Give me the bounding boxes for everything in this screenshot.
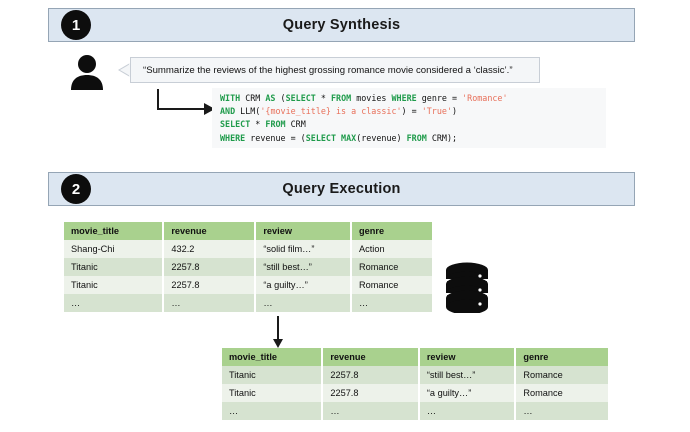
code-token-str: 'True' — [421, 106, 452, 117]
code-token-op: ( — [275, 93, 286, 103]
section-title-query-synthesis: Query Synthesis — [282, 17, 401, 33]
user-prompt-bubble: “Summarize the reviews of the highest gr… — [130, 57, 540, 83]
code-line: WHERE revenue = (SELECT MAX(revenue) FRO… — [220, 132, 606, 145]
code-token-kw: WHERE — [220, 132, 246, 143]
code-line: WITH CRM AS (SELECT * FROM movies WHERE … — [220, 92, 606, 105]
code-token-id: revenue = ( — [245, 132, 306, 143]
cell-revenue: 2257.8 — [322, 366, 420, 384]
code-token-str: 'Romance' — [462, 93, 508, 103]
cell-movie_title: Shang-Chi — [64, 240, 165, 258]
column-header-genre: genre — [515, 348, 608, 366]
code-token-id: ) = — [401, 106, 422, 117]
user-prompt-text: “Summarize the reviews of the highest gr… — [143, 64, 513, 76]
step-number-badge-2: 2 — [61, 174, 91, 204]
cell-genre: Romance — [515, 384, 608, 402]
column-header-review: review — [418, 348, 517, 366]
column-header-review: review — [255, 222, 353, 240]
table-row: ………… — [64, 294, 432, 312]
code-token-kw: SELECT — [285, 93, 316, 103]
cell-revenue: 432.2 — [163, 240, 257, 258]
person-icon — [68, 54, 106, 90]
column-header-movie_title: movie_title — [64, 222, 165, 240]
code-token-kw: FROM — [265, 119, 286, 130]
generated-sql-code-block: WITH CRM AS (SELECT * FROM movies WHERE … — [212, 88, 606, 148]
code-token-id: LLM( — [235, 106, 261, 117]
cell-review: “still best…” — [418, 366, 517, 384]
code-token-id: (revenue) — [356, 132, 407, 143]
cell-revenue: 2257.8 — [163, 258, 257, 276]
elbow-arrow-icon — [155, 88, 217, 118]
code-token-kw: WHERE — [391, 93, 417, 103]
code-token-op: * — [315, 93, 331, 103]
cell-movie_title: … — [64, 294, 165, 312]
cell-revenue: … — [322, 402, 420, 420]
cell-review: “still best…” — [255, 258, 353, 276]
code-token-id: CRM — [240, 93, 266, 103]
cell-genre: Romance — [351, 276, 432, 294]
cell-genre: Romance — [515, 366, 608, 384]
cell-movie_title: … — [222, 402, 324, 420]
column-header-revenue: revenue — [163, 222, 257, 240]
cell-genre: … — [351, 294, 432, 312]
code-token-kw: FROM — [330, 93, 352, 103]
cell-review: … — [418, 402, 517, 420]
section-title-query-execution: Query Execution — [282, 181, 401, 197]
step-number-badge-1: 1 — [61, 10, 91, 40]
code-token-str: '{movie_title} is a classic' — [260, 106, 402, 117]
cell-movie_title: Titanic — [64, 258, 165, 276]
column-header-genre: genre — [351, 222, 432, 240]
table-row: ………… — [222, 402, 608, 420]
code-token-kw: SELECT — [305, 132, 336, 143]
code-token-op: * — [250, 119, 266, 130]
cell-genre: Romance — [351, 258, 432, 276]
code-line: SELECT * FROM CRM — [220, 118, 606, 131]
code-token-id: ) — [451, 106, 458, 117]
code-token-kw: WITH — [220, 93, 241, 103]
cell-review: “a guilty…” — [255, 276, 353, 294]
cell-movie_title: Titanic — [222, 384, 324, 402]
code-token-id: CRM); — [426, 132, 458, 143]
code-token-id: CRM — [285, 119, 306, 130]
code-token-kw: SELECT — [220, 119, 251, 130]
cell-revenue: 2257.8 — [163, 276, 257, 294]
code-token-id: movies — [351, 93, 392, 103]
cell-movie_title: Titanic — [64, 276, 165, 294]
cell-movie_title: Titanic — [222, 366, 324, 384]
cell-review: … — [255, 294, 353, 312]
code-token-kw: FROM — [406, 132, 427, 143]
code-line: AND LLM('{movie_title} is a classic') = … — [220, 105, 606, 118]
cell-genre: … — [515, 402, 608, 420]
code-token-kw: AND — [220, 106, 236, 117]
code-token-kw: AS — [265, 93, 276, 103]
cell-review: “a guilty…” — [418, 384, 517, 402]
code-token-kw: MAX — [341, 132, 357, 143]
column-header-revenue: revenue — [322, 348, 420, 366]
section-header-query-synthesis: 1 Query Synthesis — [48, 8, 635, 42]
section-header-query-execution: 2 Query Execution — [48, 172, 635, 206]
cell-genre: Action — [351, 240, 432, 258]
cell-review: “solid film…” — [255, 240, 353, 258]
down-arrow-icon — [270, 316, 286, 348]
database-icon — [443, 261, 491, 315]
cell-revenue: … — [163, 294, 257, 312]
cell-revenue: 2257.8 — [322, 384, 420, 402]
code-token-id: genre = — [416, 93, 463, 103]
column-header-movie_title: movie_title — [222, 348, 324, 366]
